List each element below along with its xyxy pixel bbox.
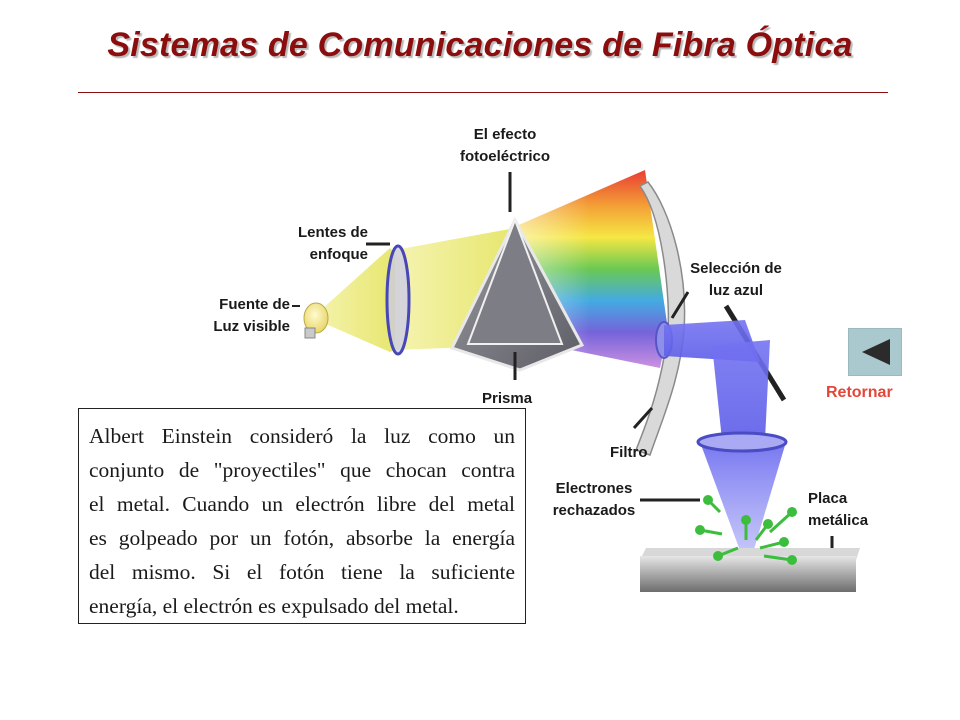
blue-beam-vertical	[712, 340, 770, 440]
explanation-line: el metal. Cuando un electrón libre del m…	[89, 492, 515, 516]
filter-disk	[635, 181, 686, 456]
metal-plate	[640, 556, 856, 592]
explanation-line: es golpeado por un fotón, absorbe la ene…	[89, 526, 515, 550]
label-filter: Filtro	[610, 444, 648, 461]
light-bulb	[303, 302, 329, 334]
explanation-line: Albert Einstein consideró la luz como un	[89, 424, 515, 448]
blue-beam-cone	[700, 442, 786, 556]
title-divider	[78, 92, 888, 93]
selection-pointer	[670, 291, 690, 319]
triangle-left-icon	[862, 339, 890, 365]
prism-front-face	[466, 217, 564, 345]
explanation-line: del mismo. Si el fotón tiene la suficien…	[89, 560, 515, 584]
yellow-beam-cone	[312, 248, 400, 352]
label-blue-light-selection: Selección de luz azul	[690, 260, 782, 299]
focusing-lens-upper	[385, 244, 411, 356]
label-light-source: Fuente de Luz visible	[213, 296, 290, 335]
bulb-base	[304, 327, 316, 339]
label-photoelectric-effect: El efecto fotoeléctrico	[459, 126, 550, 165]
label-metal-plate: Placa metálica	[808, 490, 869, 529]
einstein-explanation-box: Albert Einstein consideró la luz como un…	[78, 408, 526, 624]
explanation-line: conjunto de "proyectiles" que chocan con…	[89, 458, 515, 482]
back-button[interactable]	[848, 328, 902, 376]
focusing-lens-lower	[696, 431, 788, 453]
label-focusing-lens: Lentes de enfoque	[297, 224, 368, 263]
ejected-electrons	[695, 495, 797, 565]
label-prism: Prisma	[482, 390, 533, 407]
explanation-line: energía, el electrón es expulsado del me…	[89, 594, 459, 618]
slide-title: Sistemas de Comunicaciones de Fibra Ópti…	[107, 26, 853, 64]
label-rejected-electrons: Electrones rechazados	[552, 480, 636, 519]
filter-pointer	[632, 406, 654, 430]
back-link[interactable]: Retornar	[826, 384, 893, 401]
